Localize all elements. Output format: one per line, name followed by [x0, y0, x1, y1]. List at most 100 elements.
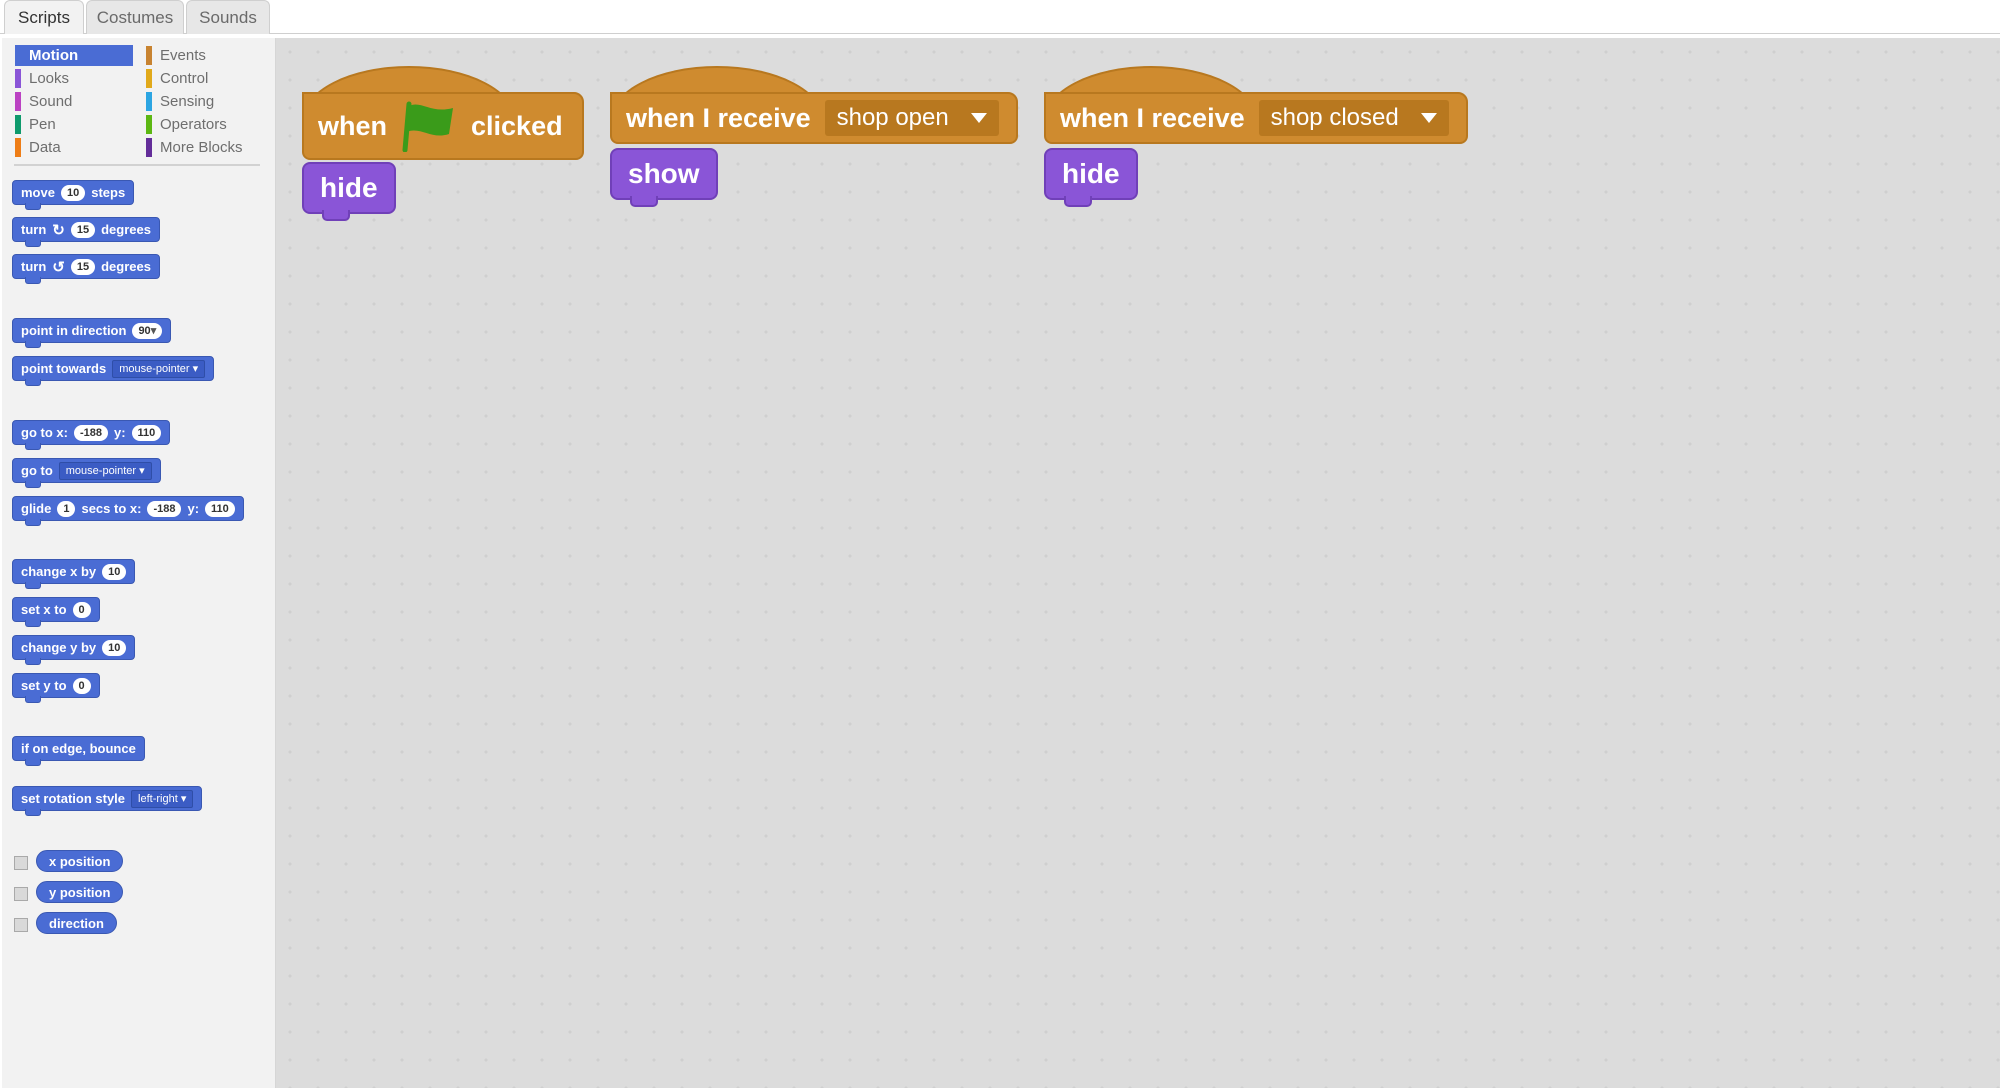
block-text: set x to [21, 602, 67, 617]
hide-block[interactable]: hide [1044, 148, 1138, 207]
category-motion[interactable]: Motion [15, 45, 133, 66]
block-set-x[interactable]: set x to 0 [12, 597, 100, 627]
block-number-input[interactable]: 0 [72, 677, 91, 694]
show-block[interactable]: show [610, 148, 718, 207]
category-sound[interactable]: Sound [15, 91, 133, 112]
category-label: Motion [29, 47, 79, 64]
category-label: Pen [29, 116, 56, 133]
block-text: go to [21, 463, 53, 478]
block-text: if on edge, bounce [21, 741, 136, 756]
category-control[interactable]: Control [146, 68, 264, 89]
category-swatch [15, 92, 21, 111]
tab-bar: Scripts Costumes Sounds [0, 0, 2000, 34]
block-text: turn [21, 259, 47, 274]
category-pen[interactable]: Pen [15, 114, 133, 135]
block-text: steps [91, 185, 126, 200]
when-i-receive-block[interactable]: when I receive shop open [610, 66, 1018, 144]
chevron-down-icon [970, 113, 987, 123]
block-go-to[interactable]: go to mouse-pointer [12, 458, 161, 488]
block-set-rotation-style[interactable]: set rotation style left-right [12, 786, 203, 816]
secs-input[interactable]: 1 [57, 500, 76, 517]
block-text: go to x: [21, 425, 68, 440]
block-text: y position [49, 884, 111, 900]
target-dropdown[interactable]: mouse-pointer [112, 359, 206, 378]
palette-divider [14, 164, 260, 166]
block-number-input[interactable]: 15 [70, 221, 96, 238]
block-text: when [318, 110, 388, 141]
block-text: point towards [21, 361, 107, 376]
block-point-towards[interactable]: point towards mouse-pointer [12, 356, 215, 386]
block-text: change y by [21, 640, 97, 655]
target-dropdown[interactable]: mouse-pointer [58, 461, 152, 480]
category-swatch [146, 92, 152, 111]
category-events[interactable]: Events [146, 45, 264, 66]
block-palette: Motion Looks Sound Pen Data Events Contr… [2, 38, 276, 1088]
tab-sounds[interactable]: Sounds [186, 0, 270, 34]
reporter-y-position[interactable]: y position [36, 881, 124, 903]
category-operators[interactable]: Operators [146, 114, 264, 135]
tab-costumes[interactable]: Costumes [86, 0, 184, 34]
block-text: x position [49, 853, 111, 869]
block-number-input[interactable]: 15 [70, 258, 96, 275]
block-text: set rotation style [21, 791, 126, 806]
block-text: direction [49, 915, 104, 931]
block-if-on-edge-bounce[interactable]: if on edge, bounce [12, 736, 145, 766]
category-label: Data [29, 139, 61, 156]
block-text: glide [21, 501, 52, 516]
block-change-y[interactable]: change y by 10 [12, 635, 136, 665]
block-number-input[interactable]: 10 [60, 184, 86, 201]
x-position-checkbox[interactable] [14, 856, 28, 870]
block-point-in-direction[interactable]: point in direction 90 [12, 318, 172, 348]
category-swatch [15, 115, 21, 134]
block-text: show [628, 158, 700, 189]
message-dropdown[interactable]: shop open [824, 100, 999, 136]
block-set-y[interactable]: set y to 0 [12, 673, 100, 703]
x-input[interactable]: -188 [147, 500, 182, 517]
block-number-input[interactable]: 10 [102, 563, 127, 580]
x-input[interactable]: -188 [73, 424, 108, 441]
block-text: degrees [101, 222, 151, 237]
tab-scripts[interactable]: Scripts [4, 0, 84, 34]
category-label: Looks [29, 70, 70, 87]
scripts-area[interactable]: when clicked hide when I receive shop o [276, 38, 2000, 1088]
category-swatch [146, 46, 152, 65]
block-turn-clockwise[interactable]: turn ↻ 15 degrees [12, 217, 160, 247]
block-number-input[interactable]: 0 [72, 601, 91, 618]
block-move-steps[interactable]: move 10 steps [12, 180, 135, 210]
direction-dropdown[interactable]: 90 [132, 322, 163, 339]
category-sensing[interactable]: Sensing [146, 91, 264, 112]
block-turn-counterclockwise[interactable]: turn ↺ 15 degrees [12, 254, 160, 284]
reporter-direction[interactable]: direction [36, 912, 117, 934]
category-swatch [15, 69, 21, 88]
rotation-style-dropdown[interactable]: left-right [131, 789, 194, 808]
when-flag-clicked-block[interactable]: when clicked [302, 66, 584, 160]
y-input[interactable]: 110 [205, 500, 235, 517]
block-change-x[interactable]: change x by 10 [12, 559, 136, 589]
y-input[interactable]: 110 [131, 424, 162, 441]
block-text: when I receive [1060, 102, 1245, 133]
reporter-x-position[interactable]: x position [36, 850, 124, 872]
category-looks[interactable]: Looks [15, 68, 133, 89]
block-text: hide [1062, 158, 1120, 189]
hide-block[interactable]: hide [302, 162, 396, 221]
block-text: secs to x: [81, 501, 142, 516]
block-glide[interactable]: glide 1 secs to x: -188 y: 110 [12, 496, 244, 526]
direction-checkbox[interactable] [14, 918, 28, 932]
block-text: turn [21, 222, 47, 237]
category-label: Sensing [160, 93, 215, 110]
block-number-input[interactable]: 10 [102, 639, 127, 656]
category-label: Events [160, 47, 206, 64]
category-swatch [146, 115, 152, 134]
category-label: Operators [160, 116, 227, 133]
category-swatch [15, 46, 21, 65]
category-data[interactable]: Data [15, 137, 133, 158]
category-more-blocks[interactable]: More Blocks [146, 137, 264, 158]
message-dropdown[interactable]: shop closed [1258, 100, 1449, 136]
category-label: Control [160, 70, 209, 87]
y-position-checkbox[interactable] [14, 887, 28, 901]
block-text: point in direction [21, 323, 127, 338]
block-text: change x by [21, 564, 97, 579]
block-go-to-xy[interactable]: go to x: -188 y: 110 [12, 420, 171, 450]
when-i-receive-block[interactable]: when I receive shop closed [1044, 66, 1468, 144]
